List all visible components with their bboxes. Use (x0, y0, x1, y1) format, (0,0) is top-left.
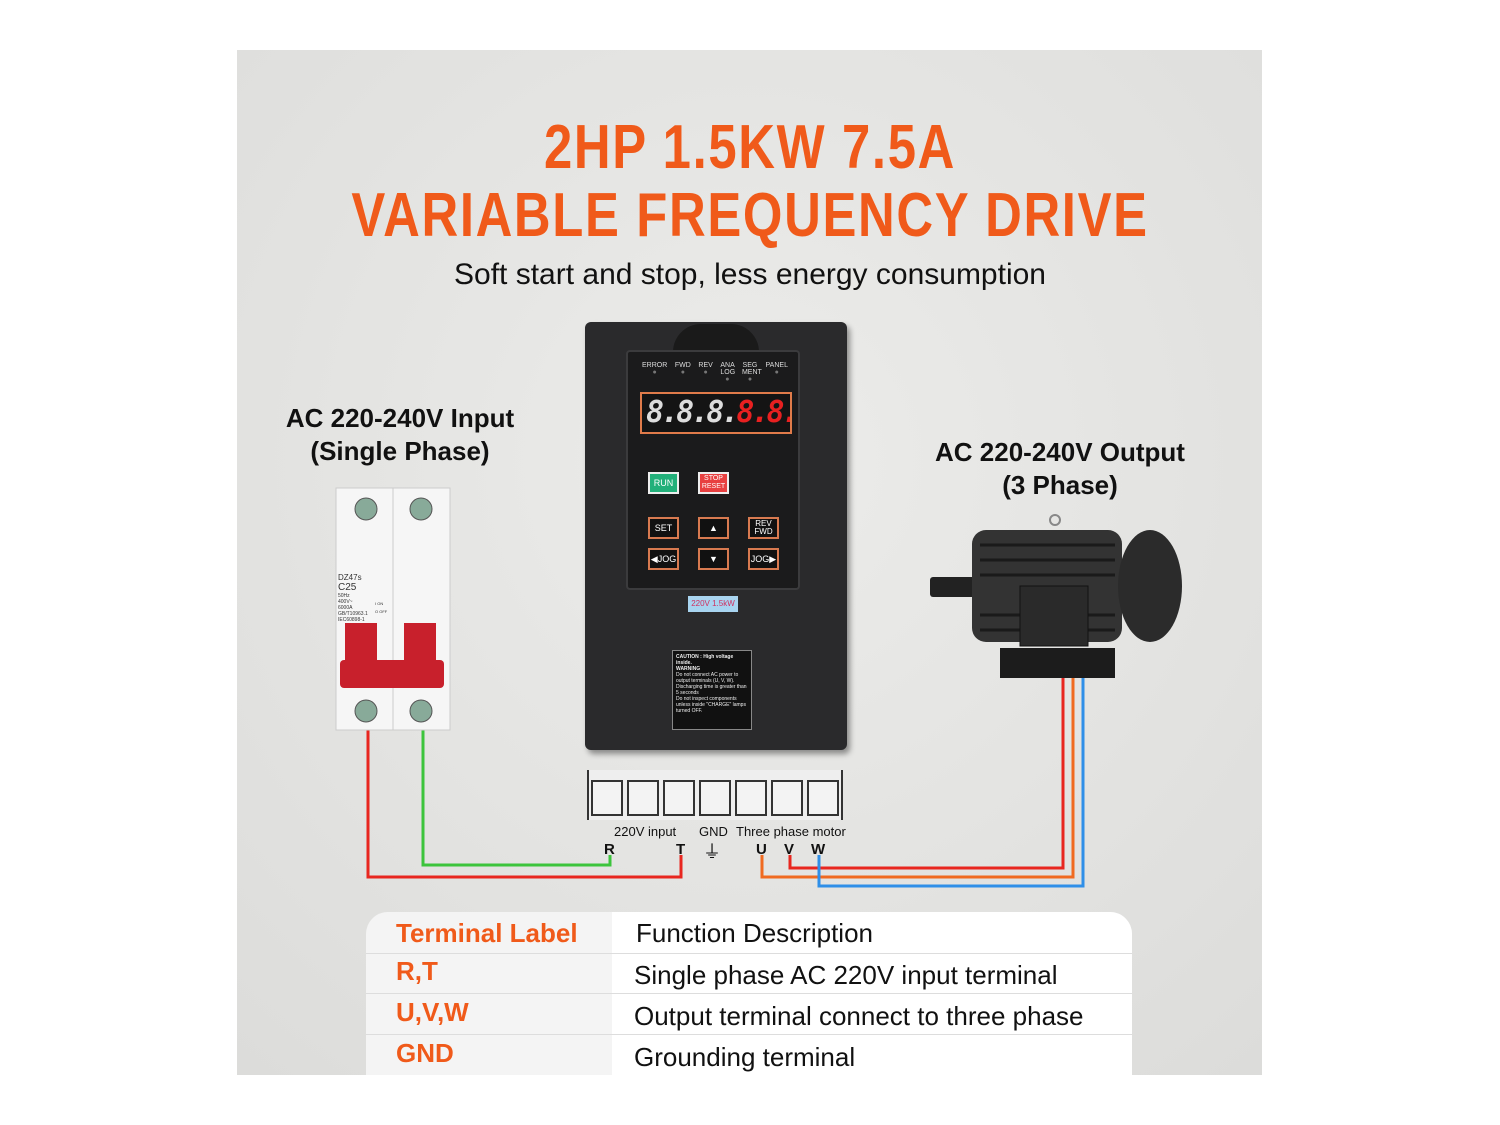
terminal-screw (591, 780, 623, 816)
output-label-line1: AC 220-240V Output (935, 437, 1185, 467)
input-label: AC 220-240V Input (Single Phase) (260, 402, 540, 468)
terminal-r: R (604, 841, 615, 858)
cell-label: U,V,W (396, 997, 469, 1027)
motor-image (930, 514, 1182, 678)
indicator-error: ERROR● (642, 362, 668, 376)
vfd-unit: ERROR● FWD● REV● ANA LOG● SEG MENT● PANE… (585, 322, 847, 750)
table-row: R,T Single phase AC 220V input terminal (366, 954, 1132, 994)
caution-text: CAUTION : High voltage inside. (676, 654, 734, 666)
cell-label: R,T (396, 956, 438, 986)
circuit-breaker-image (335, 487, 451, 731)
cell-desc: Grounding terminal (634, 1042, 856, 1072)
breaker-spec: 400V~ (338, 599, 353, 605)
run-button[interactable]: RUN (648, 472, 679, 494)
table-header: Terminal Label Function Description (366, 912, 1132, 954)
header-label: Terminal Label (396, 918, 578, 948)
breaker-rating: C25 (338, 582, 357, 593)
cell-desc: Single phase AC 220V input terminal (634, 960, 1058, 990)
terminal-screw (663, 780, 695, 816)
cell-label: GND (396, 1038, 454, 1068)
terminal-screw (807, 780, 839, 816)
down-arrow-icon: ▼ (709, 554, 718, 564)
group-input: 220V input (614, 824, 677, 839)
terminal-screw (735, 780, 767, 816)
jog-right-button[interactable]: JOG▶ (748, 548, 779, 570)
indicator-panel: PANEL● (765, 362, 788, 376)
warning-item: Do not inspect components unless inside … (676, 696, 746, 714)
wire-w (817, 676, 1085, 888)
terminal-v: V (784, 841, 795, 858)
up-arrow-icon: ▲ (709, 523, 718, 533)
rev-fwd-button[interactable]: REV FWD (748, 517, 779, 539)
ground-icon: ⏚ (703, 842, 721, 862)
wire-u (760, 676, 1075, 879)
terminal-screw (699, 780, 731, 816)
warning-item: Do not connect AC power to output termin… (676, 672, 739, 684)
input-label-line1: AC 220-240V Input (285, 403, 515, 433)
warning-item: Discharging time is greater than 5 secon… (676, 684, 747, 696)
output-label: AC 220-240V Output (3 Phase) (915, 436, 1205, 502)
table-row: GND Grounding terminal (366, 1036, 1132, 1075)
output-label-line2: (3 Phase) (1002, 470, 1118, 500)
off-label: O OFF (375, 609, 388, 614)
breaker-model: DZ47s (338, 573, 362, 582)
set-button[interactable]: SET (648, 517, 679, 539)
rating-label: 220V 1.5kW (688, 596, 738, 612)
input-label-line2: (Single Phase) (310, 436, 490, 466)
breaker-on-off: I ON O OFF (375, 600, 387, 616)
terminal-screw (627, 780, 659, 816)
wire-r (366, 722, 683, 879)
breaker-spec: GB/T10963.1 (338, 611, 368, 617)
jog-left-button[interactable]: ◀JOG (648, 548, 679, 570)
terminal-screw (771, 780, 803, 816)
header-desc: Function Description (636, 918, 873, 948)
warning-text: WARNING (676, 666, 701, 672)
group-gnd: GND (699, 824, 728, 839)
control-panel: ERROR● FWD● REV● ANA LOG● SEG MENT● PANE… (626, 350, 800, 590)
indicator-segment: SEG MENT● (741, 362, 762, 383)
on-label: I ON (375, 601, 384, 606)
title-line2: VARIABLE FREQUENCY DRIVE (351, 181, 1149, 250)
group-motor: Three phase motor (736, 824, 846, 839)
indicator-rev: REV● (698, 362, 713, 376)
warning-label: CAUTION : High voltage inside. WARNING D… (672, 650, 752, 730)
wire-v (788, 676, 1065, 870)
indicator-fwd: FWD● (674, 362, 691, 376)
title-line1: 2HP 1.5KW 7.5A (544, 113, 956, 182)
terminal-w: W (811, 841, 826, 858)
stop-reset-button[interactable]: STOP RESET (698, 472, 729, 494)
table-row: U,V,W Output terminal connect to three ph… (366, 995, 1132, 1035)
up-button[interactable]: ▲ (698, 517, 729, 539)
display-readout: 8.8.8.8.8. (646, 394, 790, 432)
indicator-analog: ANA LOG● (720, 362, 736, 383)
breaker-spec: 50Hz (338, 593, 350, 599)
down-button[interactable]: ▼ (698, 548, 729, 570)
terminal-u: U (756, 841, 767, 858)
subtitle: Soft start and stop, less energy consump… (454, 258, 1046, 291)
breaker-spec: 6000A (338, 605, 353, 611)
wire-t (421, 722, 612, 867)
breaker-spec: IEC60898-1 (338, 617, 365, 623)
terminal-block (587, 770, 843, 820)
cell-desc: Output terminal connect to three phase (634, 1001, 1084, 1031)
terminal-t: T (676, 841, 686, 858)
terminal-table: Terminal Label Function Description R,T Si… (366, 912, 1132, 1075)
right-arrow-icon: ▶ (769, 554, 777, 564)
seven-segment-display: 8.8.8.8.8. (640, 392, 792, 434)
left-arrow-icon: ◀ (650, 554, 658, 564)
